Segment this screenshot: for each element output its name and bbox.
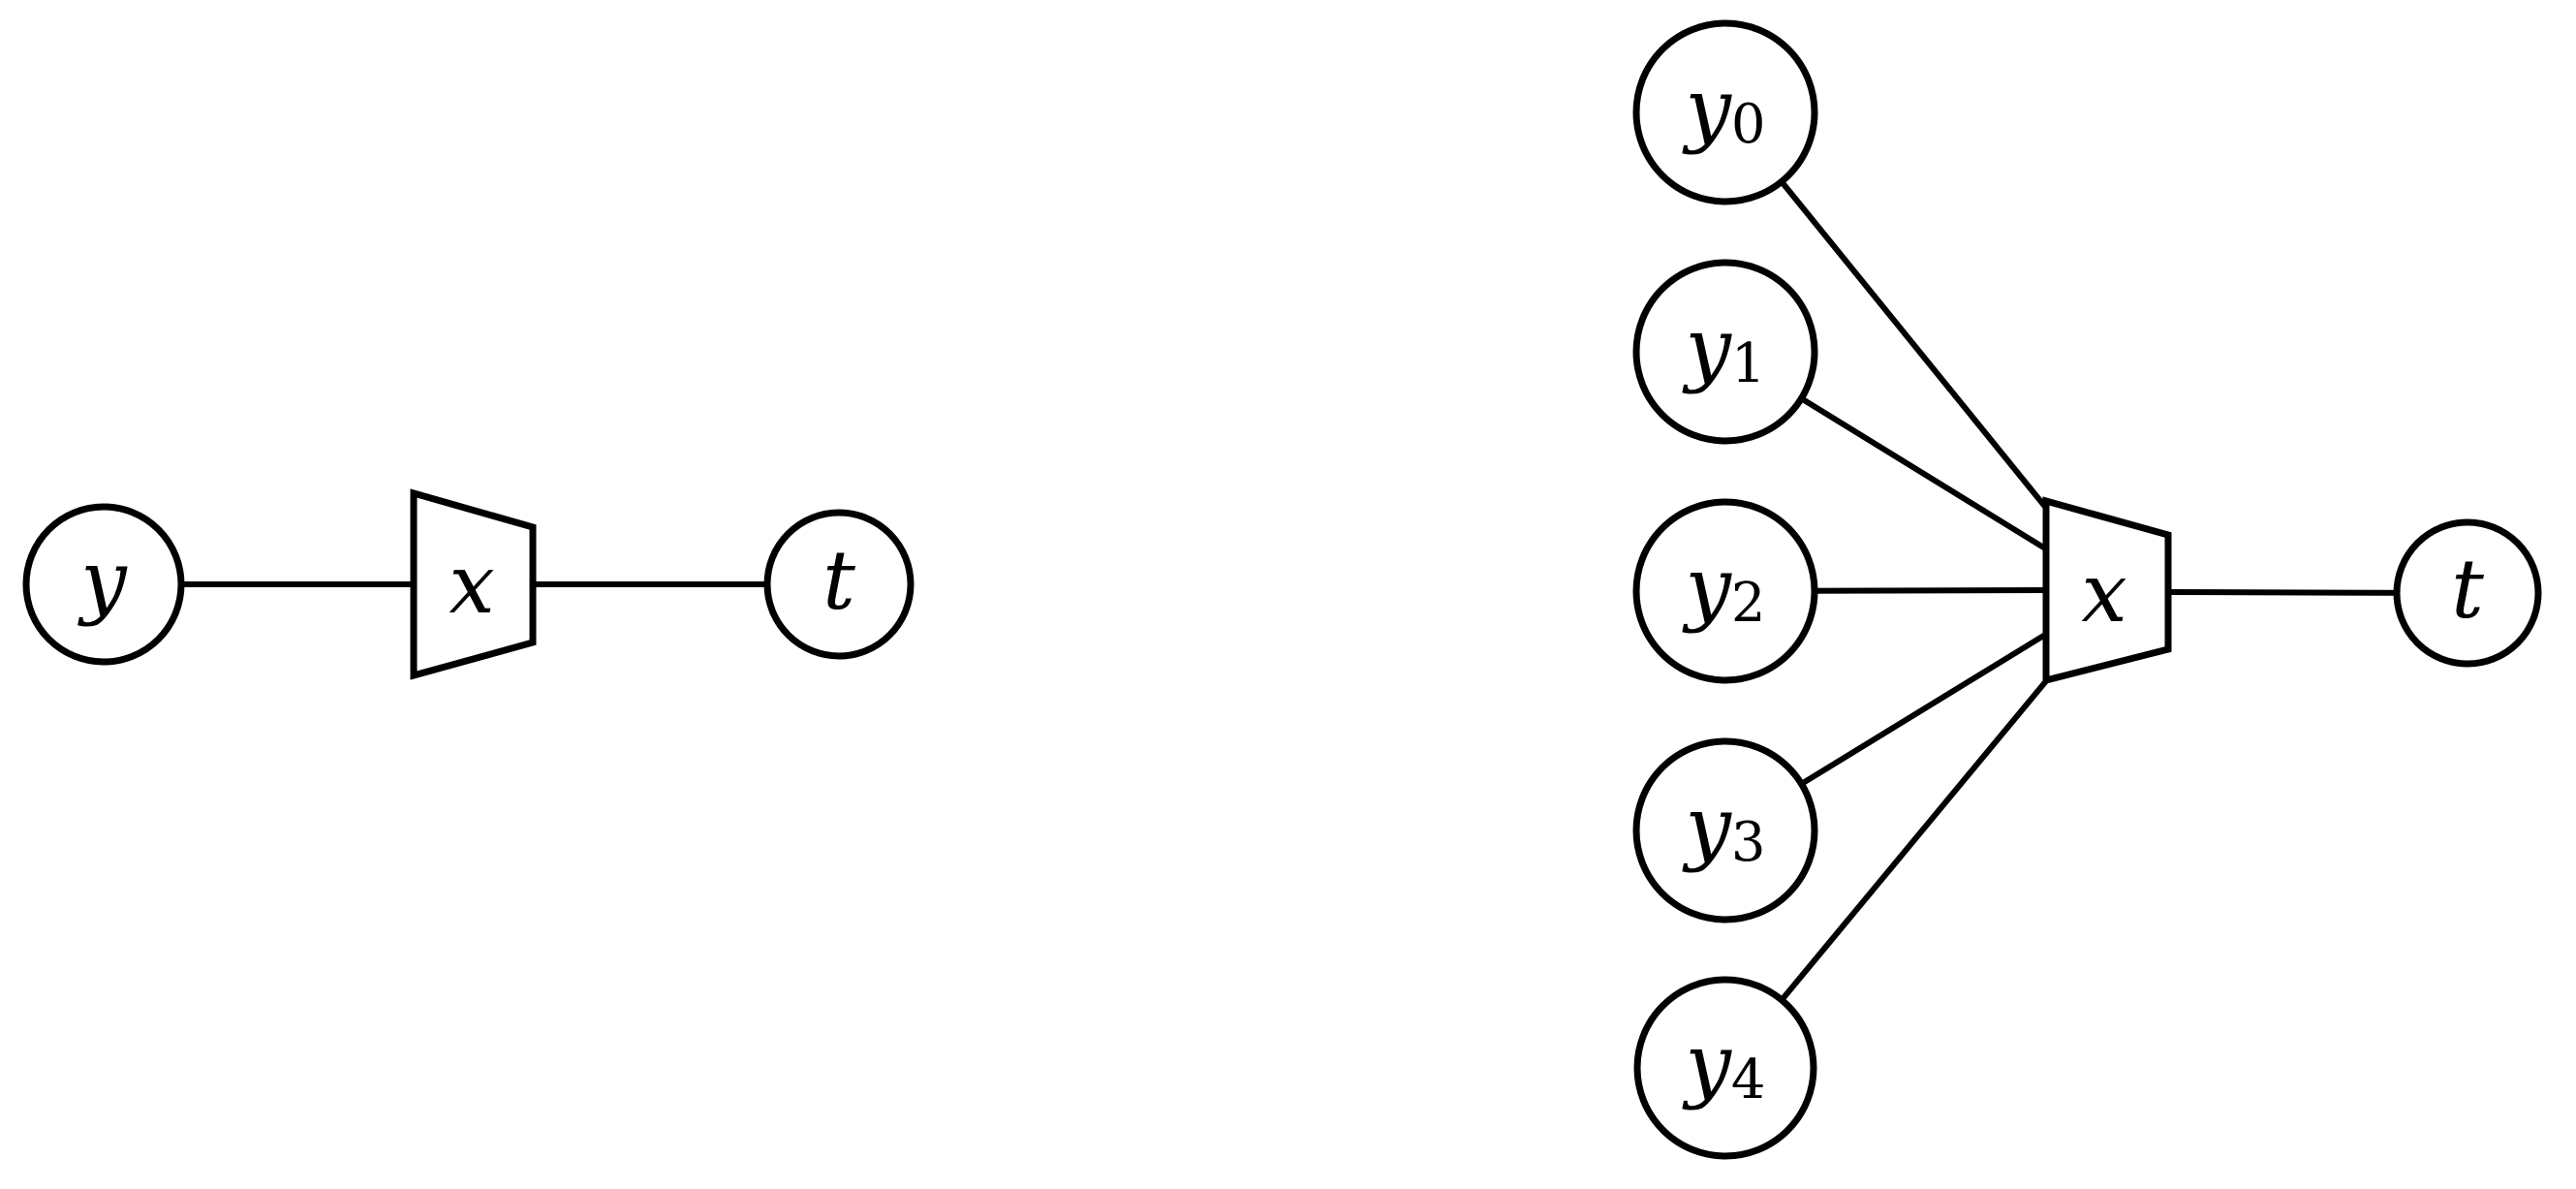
node-y-circle (22, 503, 185, 666)
factor-x-left-trapezoid (410, 488, 537, 680)
node-y2-label: y2 (1681, 540, 1765, 635)
node-y1-circle (1632, 259, 1818, 445)
node-y0-circle (1632, 19, 1818, 205)
node-t-left-circle (763, 509, 915, 660)
node-y0-label: y0 (1681, 61, 1765, 156)
node-t-right-label: t (2451, 542, 2484, 637)
node-y4-circle (1633, 976, 1817, 1160)
node-t-left-label: t (822, 533, 855, 628)
multi-observation-graph: x y0 y1 y2 y3 y4 t (1632, 19, 2542, 1160)
factor-x-left-label: x (449, 537, 494, 632)
factor-x-right-trapezoid (2042, 496, 2172, 685)
node-t-right-circle (2393, 518, 2542, 668)
node-y4-label: y4 (1681, 1017, 1765, 1111)
node-y3-label: y3 (1681, 779, 1765, 874)
node-y3-circle (1632, 737, 1818, 923)
node-y2-circle (1632, 498, 1818, 684)
node-y-label: y (77, 533, 128, 628)
factor-x-right-label: x (2081, 546, 2126, 641)
node-y1-label: y1 (1681, 300, 1765, 395)
